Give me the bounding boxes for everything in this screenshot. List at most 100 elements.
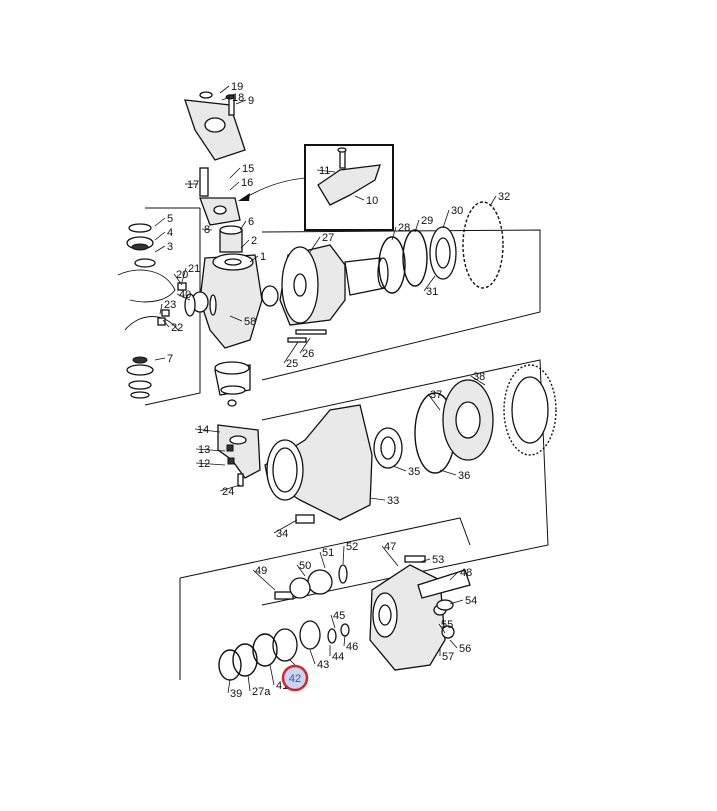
- leader-line: [438, 623, 446, 634]
- callout-label: 6: [248, 216, 254, 228]
- leader-line: [154, 245, 166, 253]
- highlighted-callout-label[interactable]: 42: [289, 673, 301, 685]
- leader-line: [381, 545, 399, 567]
- callout-label: 34: [276, 528, 288, 540]
- callout-label: 40: [179, 289, 191, 301]
- callout-label: 15: [242, 163, 254, 175]
- callout-label: 47: [384, 541, 396, 553]
- leader-line: [414, 219, 420, 233]
- leader-line: [316, 169, 336, 173]
- callout-label: 33: [387, 495, 399, 507]
- leader-line: [343, 634, 346, 647]
- callout-label: 50: [299, 560, 311, 572]
- leader-line: [219, 484, 241, 492]
- callout-label: 5: [167, 213, 173, 225]
- leader-line: [283, 341, 299, 364]
- leader-line: [154, 357, 166, 361]
- leader-line: [392, 465, 407, 472]
- leader-line: [273, 519, 298, 534]
- leader-line: [299, 337, 311, 354]
- leader-line: [391, 226, 397, 241]
- leader-line: [154, 231, 166, 241]
- callout-label: 4: [167, 227, 173, 239]
- callout-label: 32: [498, 191, 510, 203]
- leader-line: [239, 220, 247, 231]
- callout-label: 28: [398, 222, 410, 234]
- callout-label: 54: [465, 595, 477, 607]
- leader-line: [154, 217, 166, 227]
- leader-line: [419, 558, 431, 563]
- leader-line: [229, 167, 241, 179]
- leader-line: [269, 664, 275, 686]
- callout-label: 31: [426, 286, 438, 298]
- callout-label: 20: [176, 269, 188, 281]
- callout-label: 43: [317, 659, 329, 671]
- callout-label: 25: [286, 358, 298, 370]
- highlight-leader-line: [289, 659, 296, 666]
- leader-line: [176, 293, 191, 301]
- callout-label: 51: [322, 547, 334, 559]
- callout-label: 10: [366, 195, 378, 207]
- leader-line: [470, 375, 486, 386]
- leader-line: [227, 679, 231, 694]
- planetary-hub-row: [218, 555, 471, 681]
- callout-label: 39: [230, 688, 242, 700]
- highlight-circle[interactable]: [281, 664, 309, 692]
- callout-label: 8: [204, 224, 210, 236]
- hub-shaft-row: [261, 201, 504, 343]
- leader-line: [249, 255, 259, 263]
- callout-label: 45: [333, 610, 345, 622]
- callout-label: 53: [432, 554, 444, 566]
- leader-line: [439, 469, 457, 476]
- leader-line: [423, 275, 436, 292]
- leader-line: [252, 569, 276, 591]
- callout-label: 55: [441, 619, 453, 631]
- callout-label: 29: [421, 215, 433, 227]
- leader-line: [354, 195, 365, 201]
- leader-line: [221, 96, 231, 101]
- callout-label: 44: [332, 651, 344, 663]
- leader-line: [342, 545, 345, 565]
- callout-label: 2: [251, 235, 257, 247]
- leader-line: [449, 599, 464, 605]
- callout-label: 7: [167, 353, 173, 365]
- callout-label: 26: [302, 348, 314, 360]
- callout-label: 24: [222, 486, 234, 498]
- leader-line: [195, 462, 226, 466]
- leader-line: [369, 497, 386, 501]
- callout-label: 46: [346, 641, 358, 653]
- leader-line: [194, 428, 221, 433]
- callout-label: 17: [187, 179, 199, 191]
- callout-label: 37: [430, 389, 442, 401]
- callout-label: 18: [232, 92, 244, 104]
- leader-line: [296, 564, 306, 577]
- callout-label: 12: [198, 458, 210, 470]
- leader-line: [201, 228, 213, 231]
- callout-label: 11: [319, 165, 330, 177]
- callout-label: 48: [460, 567, 472, 579]
- leader-line: [449, 639, 458, 649]
- callout-label: 16: [241, 177, 253, 189]
- callout-label: 49: [255, 565, 267, 577]
- leader-line: [229, 315, 243, 322]
- callout-label: 27a: [252, 686, 271, 698]
- callout-label: 58: [244, 316, 256, 328]
- leader-line: [173, 273, 183, 286]
- leader-line: [442, 209, 450, 229]
- leader-line: [240, 239, 250, 249]
- leader-line: [330, 614, 336, 629]
- leader-line: [309, 649, 316, 665]
- leader-line: [219, 85, 230, 94]
- callout-label: 22: [171, 322, 183, 334]
- callout-label: 3: [167, 241, 173, 253]
- leader-line: [427, 393, 441, 411]
- leader-line: [489, 195, 497, 207]
- leader-line: [247, 674, 251, 692]
- highlighted-callout[interactable]: 42: [281, 659, 309, 692]
- leader-line: [195, 448, 226, 452]
- callout-label: 27: [322, 232, 334, 244]
- leader-line: [181, 267, 187, 283]
- callout-label: 23: [164, 299, 176, 311]
- callout-label: 57: [442, 651, 454, 663]
